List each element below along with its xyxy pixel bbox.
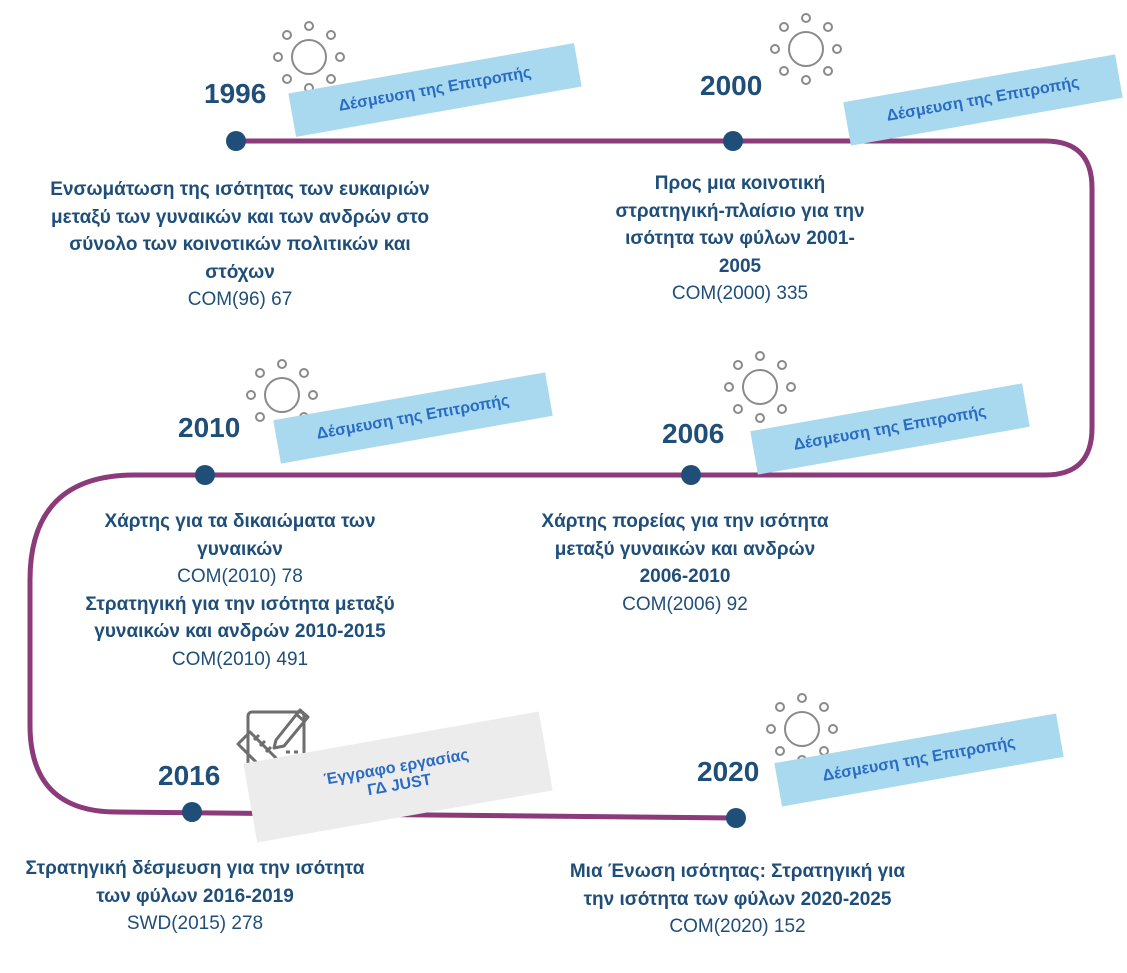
milestone-description-2016: Στρατηγική δέσμευση για την ισότητα των … bbox=[15, 855, 375, 938]
milestone-dot-2016 bbox=[182, 802, 202, 822]
document-code: COM(2010) 78 bbox=[177, 566, 303, 588]
milestone-dot-2006 bbox=[681, 465, 701, 485]
sun-icon bbox=[273, 21, 345, 93]
document-code: COM(2000) 335 bbox=[671, 283, 809, 305]
document-code-secondary: COM(2010) 491 bbox=[171, 648, 309, 670]
sun-icon bbox=[766, 693, 838, 765]
milestone-dot-2000 bbox=[723, 131, 743, 151]
document-code: COM(2006) 92 bbox=[622, 593, 748, 615]
milestone-title: Ενσωμάτωση της ισότητας των ευκαιριών με… bbox=[50, 179, 430, 283]
year-label-2016: 2016 bbox=[158, 760, 221, 791]
milestone-title-secondary: Στρατηγική για την ισότητα μεταξύ γυναικ… bbox=[85, 593, 395, 643]
milestone-description-1996: Ενσωμάτωση της ισότητας των ευκαιριών με… bbox=[45, 176, 435, 314]
milestone-dot-2010 bbox=[195, 465, 215, 485]
sun-icon bbox=[724, 351, 796, 423]
milestone-description-2006: Χάρτης πορείας για την ισότητα μεταξύ γυ… bbox=[530, 508, 840, 618]
year-label-2000: 2000 bbox=[700, 70, 763, 101]
milestone-title: Χάρτης πορείας για την ισότητα μεταξύ γυ… bbox=[541, 511, 829, 588]
sun-icon bbox=[770, 13, 842, 85]
timeline-line bbox=[27, 138, 1095, 821]
document-code: SWD(2015) 278 bbox=[126, 913, 264, 935]
year-label-2006: 2006 bbox=[662, 418, 725, 449]
year-label-2020: 2020 bbox=[697, 756, 760, 787]
year-label-2010: 2010 bbox=[178, 412, 241, 443]
milestone-dot-1996 bbox=[226, 131, 246, 151]
milestone-description-2010: Χάρτης για τα δικαιώματα των γυναικών CO… bbox=[40, 508, 440, 673]
milestone-title: Μια Ένωση ισότητας: Στρατηγική για την ι… bbox=[569, 861, 906, 910]
year-label-1996: 1996 bbox=[204, 78, 267, 109]
milestone-dot-2020 bbox=[726, 808, 746, 828]
milestone-title: Στρατηγική δέσμευση για την ισότητα των … bbox=[25, 858, 365, 907]
milestone-title: Προς μια κοινοτική στρατηγική-πλαίσιο γι… bbox=[615, 173, 865, 277]
document-code: COM(96) 67 bbox=[187, 289, 293, 311]
milestone-description-2000: Προς μια κοινοτική στρατηγική-πλαίσιο γι… bbox=[605, 170, 875, 308]
document-code: COM(2020) 152 bbox=[669, 916, 806, 938]
milestone-title: Χάρτης για τα δικαιώματα των γυναικών bbox=[104, 511, 376, 560]
milestone-description-2020: Μια Ένωση ισότητας: Στρατηγική για την ι… bbox=[555, 858, 920, 941]
